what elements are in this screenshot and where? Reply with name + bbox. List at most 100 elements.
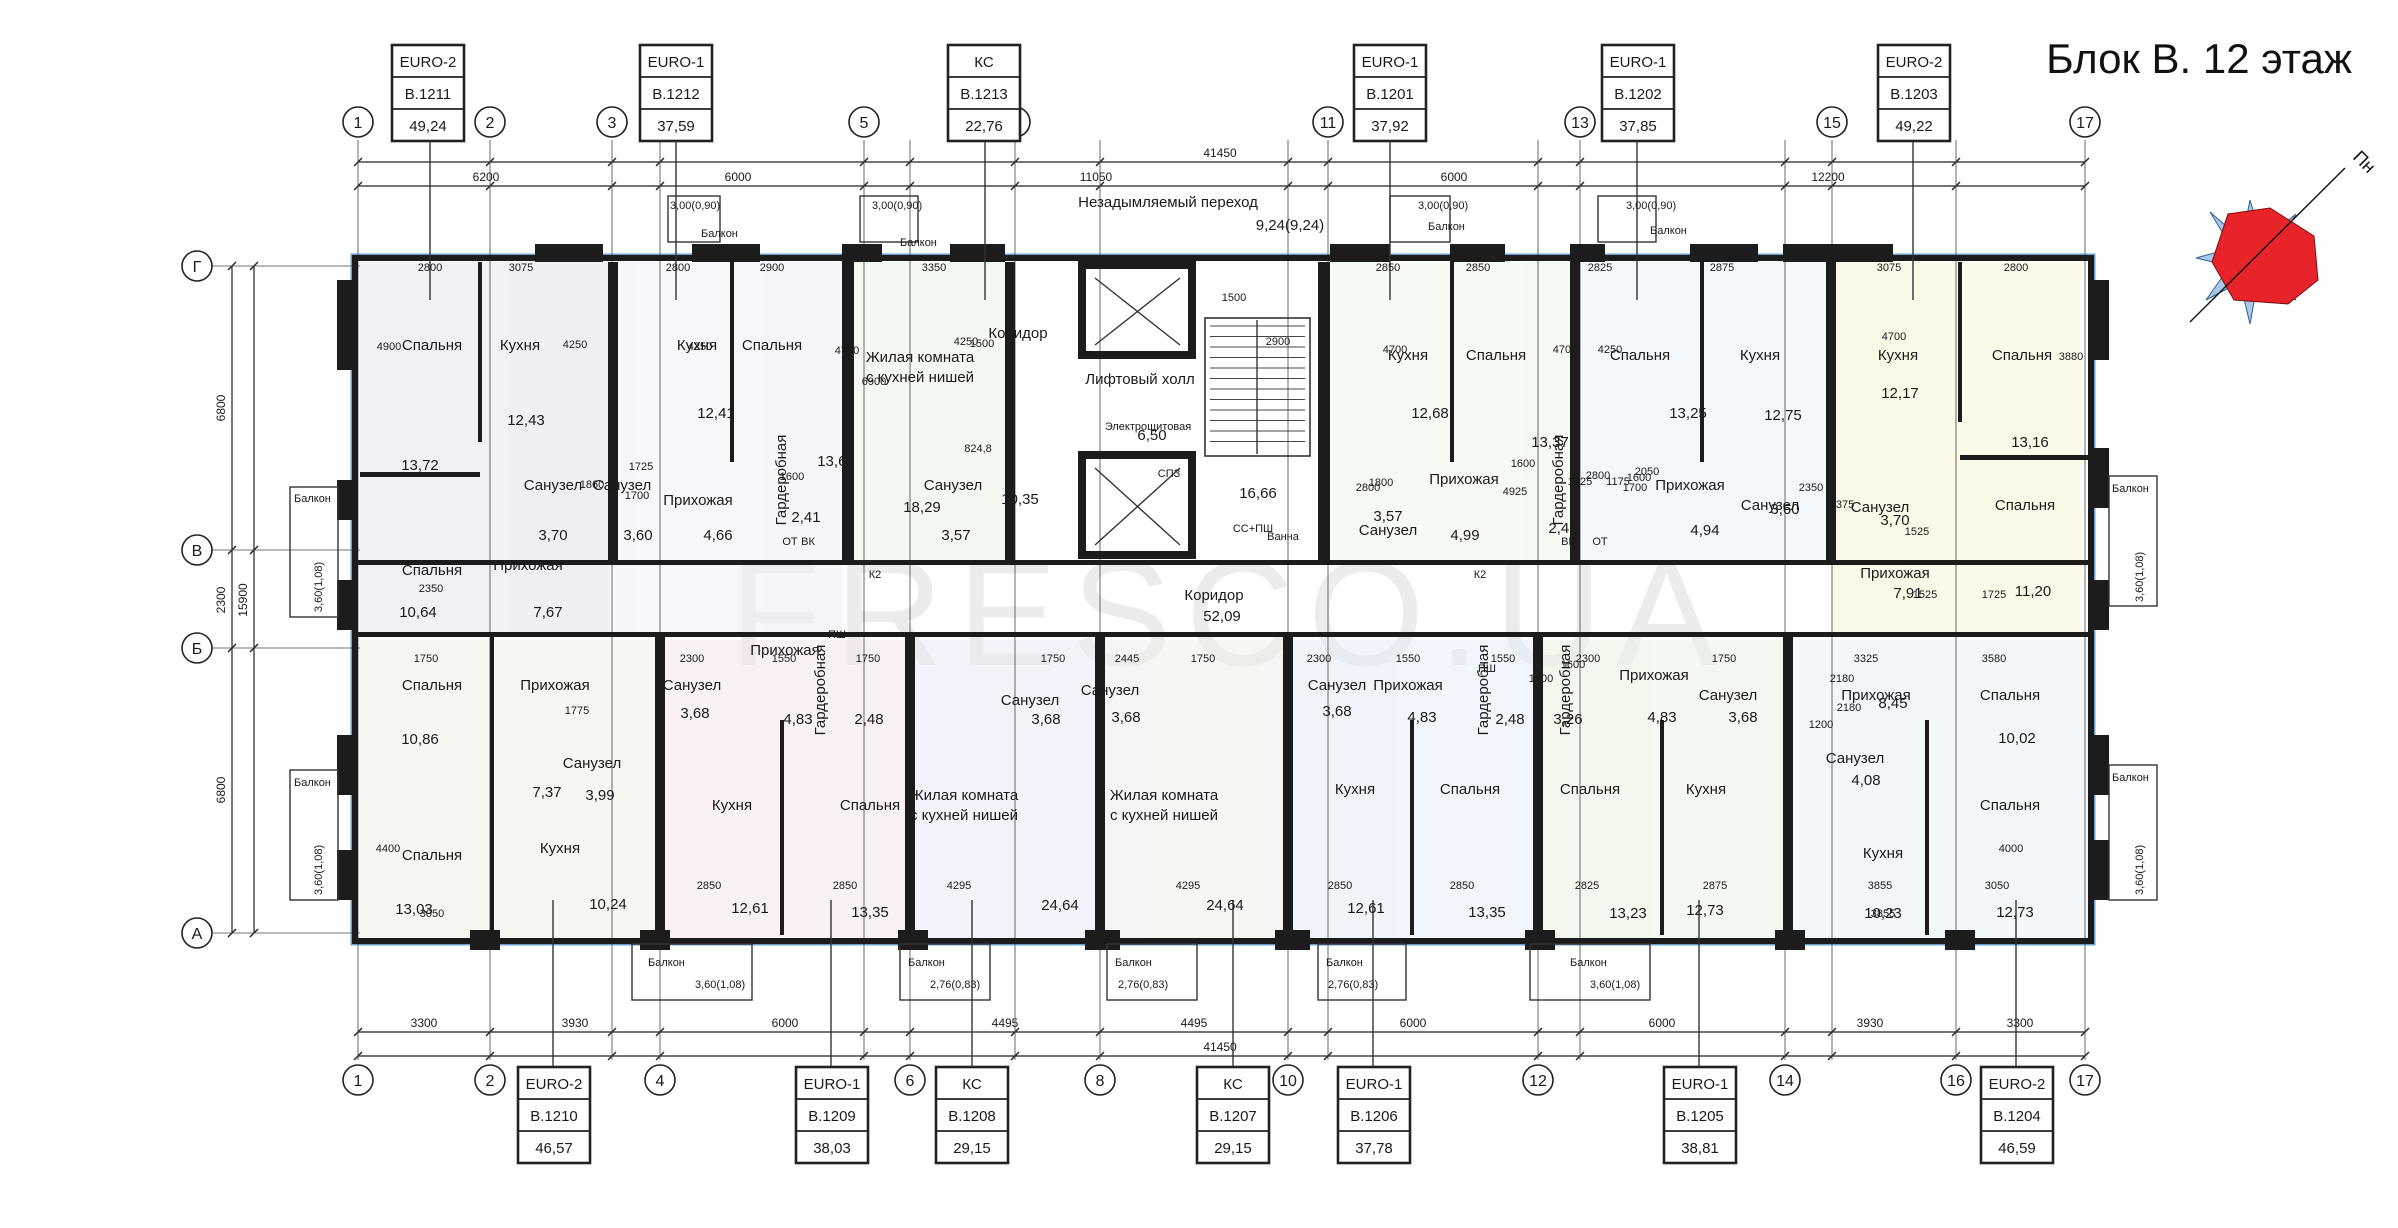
axis-label-top-15: 15 — [1823, 115, 1841, 132]
room-label-58: Кухня — [1863, 845, 1903, 862]
wall-int-t3 — [730, 262, 734, 462]
tag-top-В.1212-code: В.1212 — [652, 86, 700, 103]
lift-x-2b — [1094, 467, 1181, 546]
room-label-55: Спальня — [1440, 781, 1500, 798]
dim-label-67: 2180 — [1837, 702, 1861, 714]
tag-top-В.1203-type: EURO-2 — [1886, 54, 1943, 71]
balcony-label-1: Балкон — [701, 228, 738, 240]
service-label-10: К2 — [869, 569, 882, 581]
room-label-20: Гардеробная — [773, 435, 790, 526]
room-label-59: Спальня — [1980, 797, 2040, 814]
dim-label-73: 1860 — [580, 479, 604, 491]
room-label-53: Жилая комната — [1110, 787, 1219, 804]
room-area-49: 10,24 — [589, 896, 627, 913]
dim-label-38: 4295 — [947, 880, 971, 892]
tag-bottom-В.1207-area: 29,15 — [1214, 1140, 1252, 1157]
balcony-label-11: Балкон — [1115, 957, 1152, 969]
dim-label-45: 3050 — [1985, 880, 2009, 892]
wall-bottom-window-6 — [1525, 930, 1555, 950]
dim-label-51: 2900 — [1266, 336, 1290, 348]
dim-left-total: 15900 — [236, 583, 250, 617]
dim-bottom-2: 3930 — [562, 1016, 589, 1030]
axis-bubble-bottom-4 — [644, 1064, 676, 1096]
dim-label-36: 2850 — [697, 880, 721, 892]
axis-bubble-bottom-17 — [2069, 1064, 2101, 1096]
dim-label-40: 2850 — [1328, 880, 1352, 892]
dim-top-1: 6200 — [473, 170, 500, 184]
axis-bubble-left-А — [181, 917, 213, 949]
room-label-44: Санузел — [1699, 687, 1757, 704]
tag-bottom-В.1209-code: В.1209 — [808, 1108, 856, 1125]
room-label-4-b: с кухней нишей — [866, 369, 974, 386]
axis-bubbles: 1235711131517124681012141617ГВБА — [181, 106, 2101, 1096]
wall-int-b11 — [1925, 720, 1929, 935]
axis-label-bottom-6: 6 — [906, 1073, 915, 1090]
axis-label-left-Б: Б — [192, 641, 203, 658]
room-area-2: 12,41 — [697, 405, 735, 422]
balcony-area-7: 3,60(1,08) — [2134, 552, 2146, 602]
wall-top-window-1 — [337, 280, 358, 370]
wall-int-t13 — [1960, 455, 2088, 460]
balcony-frame-13 — [1529, 943, 1651, 1001]
axis-label-bottom-12: 12 — [1529, 1073, 1547, 1090]
room-area-43: 4,83 — [1647, 709, 1676, 726]
room-area-41: 2,48 — [1495, 711, 1524, 728]
room-area-33: 3,99 — [585, 787, 614, 804]
tag-bottom-В.1207-code: В.1207 — [1209, 1108, 1257, 1125]
tag-top-В.1213-area: 22,76 — [965, 118, 1003, 135]
room-area-7: 16,66 — [1239, 485, 1277, 502]
tag-top-В.1211-area: 49,24 — [409, 118, 447, 135]
room-area-28: 7,91 — [1893, 585, 1922, 602]
lift-shaft-1 — [1078, 261, 1196, 359]
dim-label-2: 2800 — [666, 262, 690, 274]
tint-1210 — [360, 640, 660, 938]
room-label-3: Спальня — [742, 337, 802, 354]
balcony-frame-1 — [667, 195, 721, 243]
tag-top-В.1201-area: 37,92 — [1371, 118, 1409, 135]
axis-bubble-top-3 — [596, 106, 628, 138]
axis-label-bottom-8: 8 — [1096, 1073, 1105, 1090]
wall-int-b1 — [655, 637, 665, 937]
balcony-area-3: 3,00(0,90) — [1418, 200, 1468, 212]
room-label-41: Гардеробная — [1475, 645, 1492, 736]
room-area-34: 3,68 — [680, 705, 709, 722]
axis-bubble-top-1 — [342, 106, 374, 138]
balcony-label-8: Балкон — [2112, 772, 2149, 784]
tag-bottom-В.1210-area: 46,57 — [535, 1140, 573, 1157]
room-area-42: 3,26 — [1553, 711, 1582, 728]
room-area-18: 3,60 — [623, 527, 652, 544]
tint-1202 — [1580, 262, 1830, 562]
wall-int-t8 — [1570, 262, 1580, 562]
axis-label-top-5: 5 — [860, 115, 869, 132]
axis-bubble-top-2 — [474, 106, 506, 138]
room-label-36: Гардеробная — [812, 645, 829, 736]
dim-overall-top: 41450 — [1203, 146, 1237, 160]
balcony-frame-12 — [1317, 943, 1407, 1001]
balcony-label-6: Балкон — [294, 777, 331, 789]
room-area-52: 24,64 — [1041, 897, 1079, 914]
dim-bottom-8: 3930 — [1857, 1016, 1884, 1030]
dim-label-8: 2875 — [1710, 262, 1734, 274]
room-area-53: 24,64 — [1206, 897, 1244, 914]
room-area-35: 4,83 — [783, 711, 812, 728]
room-label-30: Коридор — [1184, 587, 1243, 604]
room-label-57: Кухня — [1686, 781, 1726, 798]
wall-top-window-5 — [950, 244, 1005, 262]
tag-top-В.1212-type: EURO-1 — [648, 54, 705, 71]
room-label-9: Кухня — [1388, 347, 1428, 364]
room-label-19: Прихожая — [663, 492, 733, 509]
dim-label-5: 2850 — [1376, 262, 1400, 274]
room-label-48: Спальня — [402, 847, 462, 864]
axis-bubble-bottom-10 — [1272, 1064, 1304, 1096]
dim-left-3: 6800 — [214, 776, 228, 803]
wall-bottom-window-7 — [1775, 930, 1805, 950]
room-label-52-b: с кухней нишей — [910, 807, 1018, 824]
room-label-35: Прихожая — [750, 642, 820, 659]
tag-bottom-В.1209-area: 38,03 — [813, 1140, 851, 1157]
axis-label-bottom-1: 1 — [354, 1073, 363, 1090]
room-label-53-b: с кухней нишей — [1110, 807, 1218, 824]
room-label-18: Санузел — [593, 477, 651, 494]
service-label-6: ВК — [801, 536, 815, 548]
wall-right-window-3 — [2088, 735, 2109, 795]
